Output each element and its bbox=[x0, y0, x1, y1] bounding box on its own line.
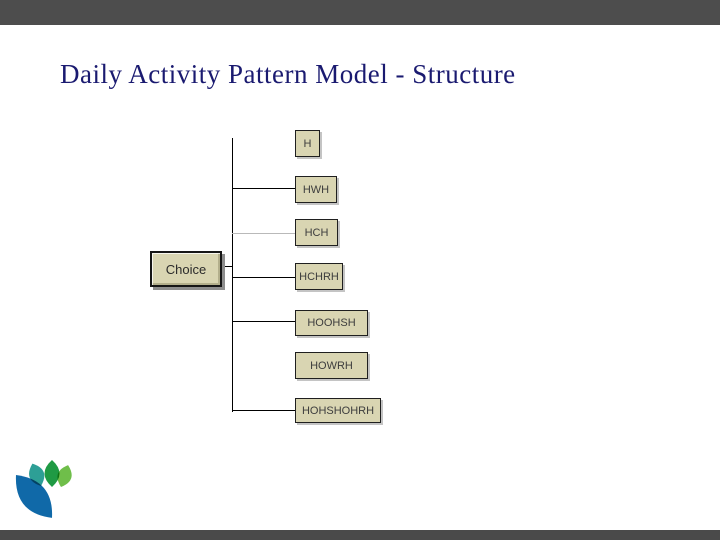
node-howrh: HOWRH bbox=[295, 352, 368, 379]
logo-petal-blue bbox=[15, 475, 52, 518]
node-hch: HCH bbox=[295, 219, 338, 246]
lotus-flower-logo bbox=[15, 460, 72, 518]
connector-choice bbox=[221, 266, 232, 267]
bottom-bar bbox=[0, 530, 720, 540]
page-title: Daily Activity Pattern Model - Structure bbox=[60, 59, 516, 90]
node-h: H bbox=[295, 130, 320, 157]
connector-hch bbox=[232, 233, 295, 234]
node-hchrh: HCHRH bbox=[295, 263, 343, 290]
node-hoohsh: HOOHSH bbox=[295, 310, 368, 336]
node-hohshohrh: HOHSHOHRH bbox=[295, 398, 381, 423]
node-hwh: HWH bbox=[295, 176, 337, 203]
top-bar bbox=[0, 0, 720, 25]
connector-hoohsh bbox=[232, 321, 295, 322]
node-choice: Choice bbox=[150, 251, 222, 287]
tree-trunk-line bbox=[232, 138, 233, 412]
logo-petal-green bbox=[44, 460, 60, 487]
connector-hwh bbox=[232, 188, 295, 189]
logo-petal-light-green bbox=[57, 465, 72, 487]
connector-hohshohrh bbox=[232, 410, 295, 411]
connector-hchrh bbox=[232, 277, 295, 278]
